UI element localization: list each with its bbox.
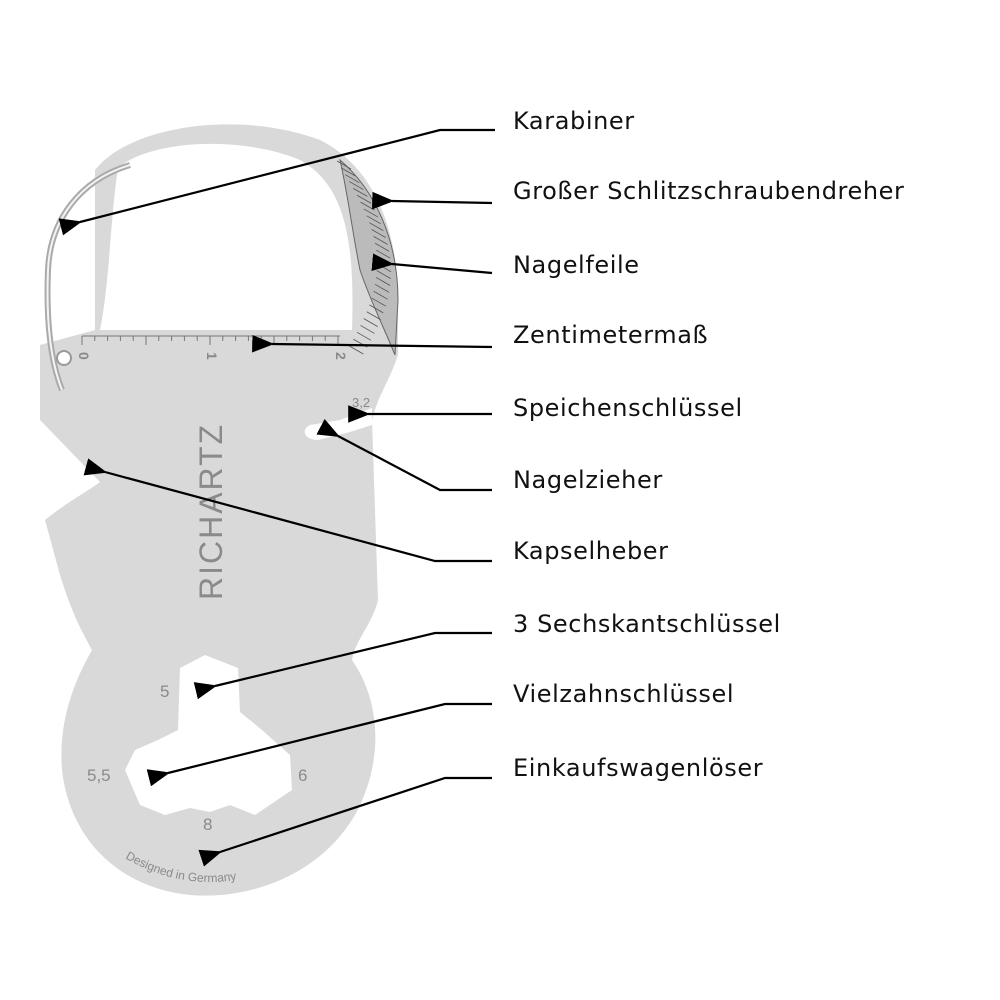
- file-tooth: [356, 194, 372, 204]
- file-tooth: [369, 304, 384, 314]
- hex-size: 5: [160, 682, 169, 701]
- file-tooth: [374, 242, 390, 252]
- file-tooth: [374, 283, 390, 293]
- label-bottle-opener: Kapselheber: [513, 537, 669, 565]
- arrow-screwdriver: [372, 191, 493, 210]
- arrow-ruler: [252, 334, 493, 353]
- file-tooth: [360, 325, 375, 334]
- arrow-hex-wrench: [193, 631, 492, 700]
- ruler-number: 2: [333, 352, 349, 360]
- label-ruler: Zentimetermaß: [513, 321, 709, 349]
- file-tooth: [376, 270, 391, 279]
- file-tooth: [371, 229, 386, 238]
- file-tooth: [366, 311, 381, 321]
- arrow-spline-wrench: [146, 702, 492, 787]
- file-tooth: [353, 188, 368, 197]
- file-tooth: [349, 345, 364, 355]
- label-nail-file: Nagelfeile: [513, 251, 640, 279]
- hex-size: 6: [298, 766, 307, 785]
- ruler-number: 1: [204, 352, 220, 360]
- file-tooth: [373, 290, 388, 300]
- file-tooth: [366, 215, 381, 225]
- file-tooth: [340, 167, 356, 177]
- file-tooth: [369, 222, 384, 232]
- hex-size: 5,5: [87, 766, 111, 785]
- hex-size: 8: [203, 815, 212, 834]
- file-tooth: [356, 331, 372, 341]
- label-spline-wrench: Vielzahnschlüssel: [513, 680, 735, 708]
- arrow-bottle-opener: [83, 458, 492, 563]
- label-screwdriver: Großer Schlitzschraubendreher: [513, 177, 905, 205]
- label-hex-wrench: 3 Sechskantschlüssel: [513, 610, 781, 638]
- brand-engraving: RICHARTZ: [193, 423, 229, 600]
- arrow-nail-puller: [316, 418, 492, 492]
- label-cart-release: Einkaufswagenlöser: [513, 754, 764, 782]
- carabiner-opening: [100, 143, 353, 330]
- spoke-size: 3,2: [352, 395, 370, 410]
- label-spoke-wrench: Speichenschlüssel: [513, 394, 743, 422]
- wire-hinge: [56, 350, 72, 366]
- file-tooth: [345, 174, 360, 184]
- arrow-karabiner: [58, 128, 495, 236]
- callout-arrows: [58, 128, 495, 867]
- nail-file: [339, 158, 399, 356]
- ruler-number: 0: [76, 352, 92, 360]
- arrow-nail-file: [371, 253, 493, 275]
- file-tooth: [363, 208, 378, 218]
- file-tooth: [349, 181, 364, 190]
- file-tooth: [371, 297, 386, 307]
- file-tooth: [373, 236, 388, 245]
- label-nail-puller: Nagelzieher: [513, 466, 663, 494]
- file-tooth: [375, 277, 391, 286]
- file-tooth: [363, 318, 378, 327]
- arrow-cart-release: [198, 776, 492, 867]
- label-karabiner: Karabiner: [513, 107, 635, 135]
- file-tooth: [336, 160, 352, 170]
